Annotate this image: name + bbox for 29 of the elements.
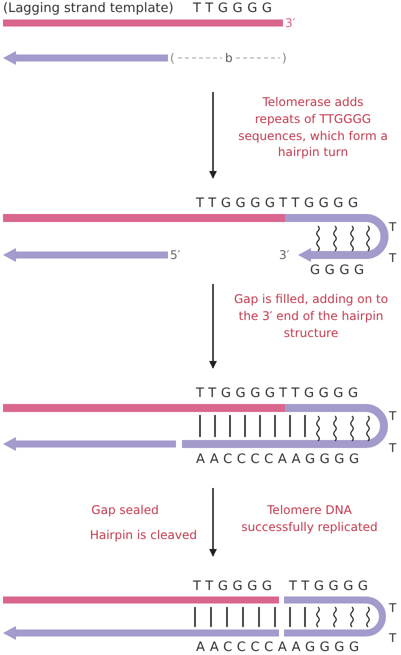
base-label: T <box>389 632 396 644</box>
gap-label: b <box>225 52 233 64</box>
sequence-label: TTGGGG <box>193 580 277 593</box>
base-label: T <box>389 252 396 264</box>
step-description: Telomerase adds repeats of TTGGGG sequences, which form a hairpin turn <box>238 94 388 162</box>
strand-end-label: 5′ <box>170 249 180 261</box>
sequence-label: GGGG <box>310 264 369 277</box>
sequence-label: TTGGGG <box>289 580 373 593</box>
gap-bracket: ( <box>170 52 175 64</box>
strand-end-label: 3′ <box>279 249 290 261</box>
arrow <box>209 284 217 369</box>
base-label: T <box>389 221 396 233</box>
arrow <box>209 92 217 179</box>
step-description: Gap is filled, adding on to the 3′ end of the hairpin structure <box>232 291 390 342</box>
step-description: Hairpin is cleaved <box>88 527 197 544</box>
base-label: T <box>389 410 396 422</box>
sequence-label: TTGGGGTTGGGG <box>196 387 363 400</box>
sequence-label: AACCCCAAGGGG <box>196 453 364 466</box>
step-description: Gap sealed <box>90 502 160 519</box>
strand-label: (Lagging strand template) <box>3 2 174 15</box>
arrow <box>209 488 217 557</box>
base-label: T <box>389 442 396 454</box>
base-label: T <box>389 602 396 614</box>
step-description: Telomere DNA successfully replicated <box>240 502 379 536</box>
sequence-label: AACCCCAAGGGG <box>196 641 364 654</box>
gap-bracket: ) <box>282 52 287 64</box>
sequence-label: TTGGGGTTGGGG <box>196 197 363 210</box>
sequence-label: TTGGGG <box>193 2 277 15</box>
strand-end-label: 3′ <box>285 17 296 29</box>
